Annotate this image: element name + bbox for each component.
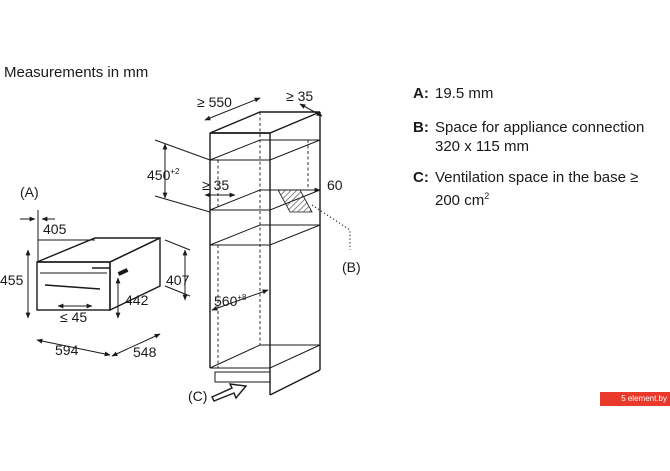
oven-handle: [44, 284, 101, 290]
oven-dim-594: 594: [55, 342, 79, 358]
oven-front: [36, 261, 111, 311]
oven-dimension-lines: [20, 210, 191, 357]
oven-dim-407: 407: [166, 272, 190, 288]
oven-knob: [117, 268, 129, 276]
oven-label-a: (A): [20, 184, 39, 200]
dim-450-ext-top: [154, 139, 211, 161]
oven-dim-442: 442: [125, 292, 149, 308]
legend-c-line2: 200 cm: [435, 192, 485, 209]
cabinet-plinth: [214, 371, 271, 383]
cabinet-drawing: [209, 111, 321, 396]
connection-space: [277, 189, 313, 213]
legend-b: B: Space for appliance connection 320 x 1…: [413, 118, 644, 156]
cabinet-label-b: (B): [342, 259, 361, 275]
legend-c-key: C:: [413, 169, 429, 186]
legend-a-key: A:: [413, 85, 429, 102]
cabinet-shelf-1: [209, 139, 321, 161]
legend-c-line1: Ventilation space in the base ≥: [435, 169, 639, 186]
cabinet-dim-60: 60: [327, 177, 343, 193]
cabinet-dim-450-value: 450: [147, 167, 171, 183]
dim-35-top-line: [299, 103, 323, 117]
oven-dim-405: 405: [43, 221, 67, 237]
legend-c: C: Ventilation space in the base ≥ 200 cm…: [413, 168, 638, 210]
cabinet-dim-35-top: ≥ 35: [286, 88, 313, 104]
oven-dim-45: ≤ 45: [60, 309, 87, 325]
cabinet-label-c: (C): [188, 388, 207, 404]
cabinet-dim-550: ≥ 550: [197, 94, 232, 110]
dim-594-line: [36, 338, 111, 357]
cabinet-top: [209, 111, 321, 134]
cabinet-dim-450-sup: +2: [170, 167, 180, 176]
cabinet-base: [209, 344, 321, 369]
oven-dim-548: 548: [133, 344, 157, 360]
label-b-leader: [311, 204, 351, 250]
page-title: Measurements in mm: [4, 64, 149, 81]
legend-c-sup: 2: [484, 191, 490, 201]
oven-dim-455: 455: [0, 272, 24, 288]
legend-b-line1: Space for appliance connection: [435, 119, 645, 136]
cabinet-dim-560-value: 560: [214, 293, 238, 309]
cabinet-dim-35-inner: ≥ 35: [202, 177, 229, 193]
legend-a-text: 19.5 mm: [435, 85, 494, 102]
legend-c-line2-wrap: 200 cm2: [413, 187, 638, 210]
cabinet-dimension-lines: [154, 97, 351, 402]
oven-drawing: [36, 236, 161, 312]
legend-b-line2: 320 x 115 mm: [435, 138, 529, 155]
dim-548-line: [111, 333, 161, 357]
dim-550-line: [204, 97, 261, 121]
cabinet-side-bottom: [269, 369, 321, 396]
dim-560-line: [211, 289, 269, 311]
dim-407-ext-top: [164, 239, 191, 251]
legend-a: A: 19.5 mm: [413, 84, 493, 103]
oven-top: [36, 237, 161, 263]
legend-b-key: B:: [413, 119, 429, 136]
watermark: 5 element.by: [600, 392, 670, 406]
cabinet-dim-450: 450+2: [147, 167, 180, 183]
cabinet-dim-560: 560+8: [214, 293, 247, 309]
dim-450-ext-bottom: [154, 195, 211, 213]
cabinet-shelf-3: [209, 224, 321, 246]
ventilation-arrow: [211, 383, 248, 402]
oven-side: [109, 236, 161, 312]
cabinet-dim-560-sup: +8: [237, 293, 247, 302]
